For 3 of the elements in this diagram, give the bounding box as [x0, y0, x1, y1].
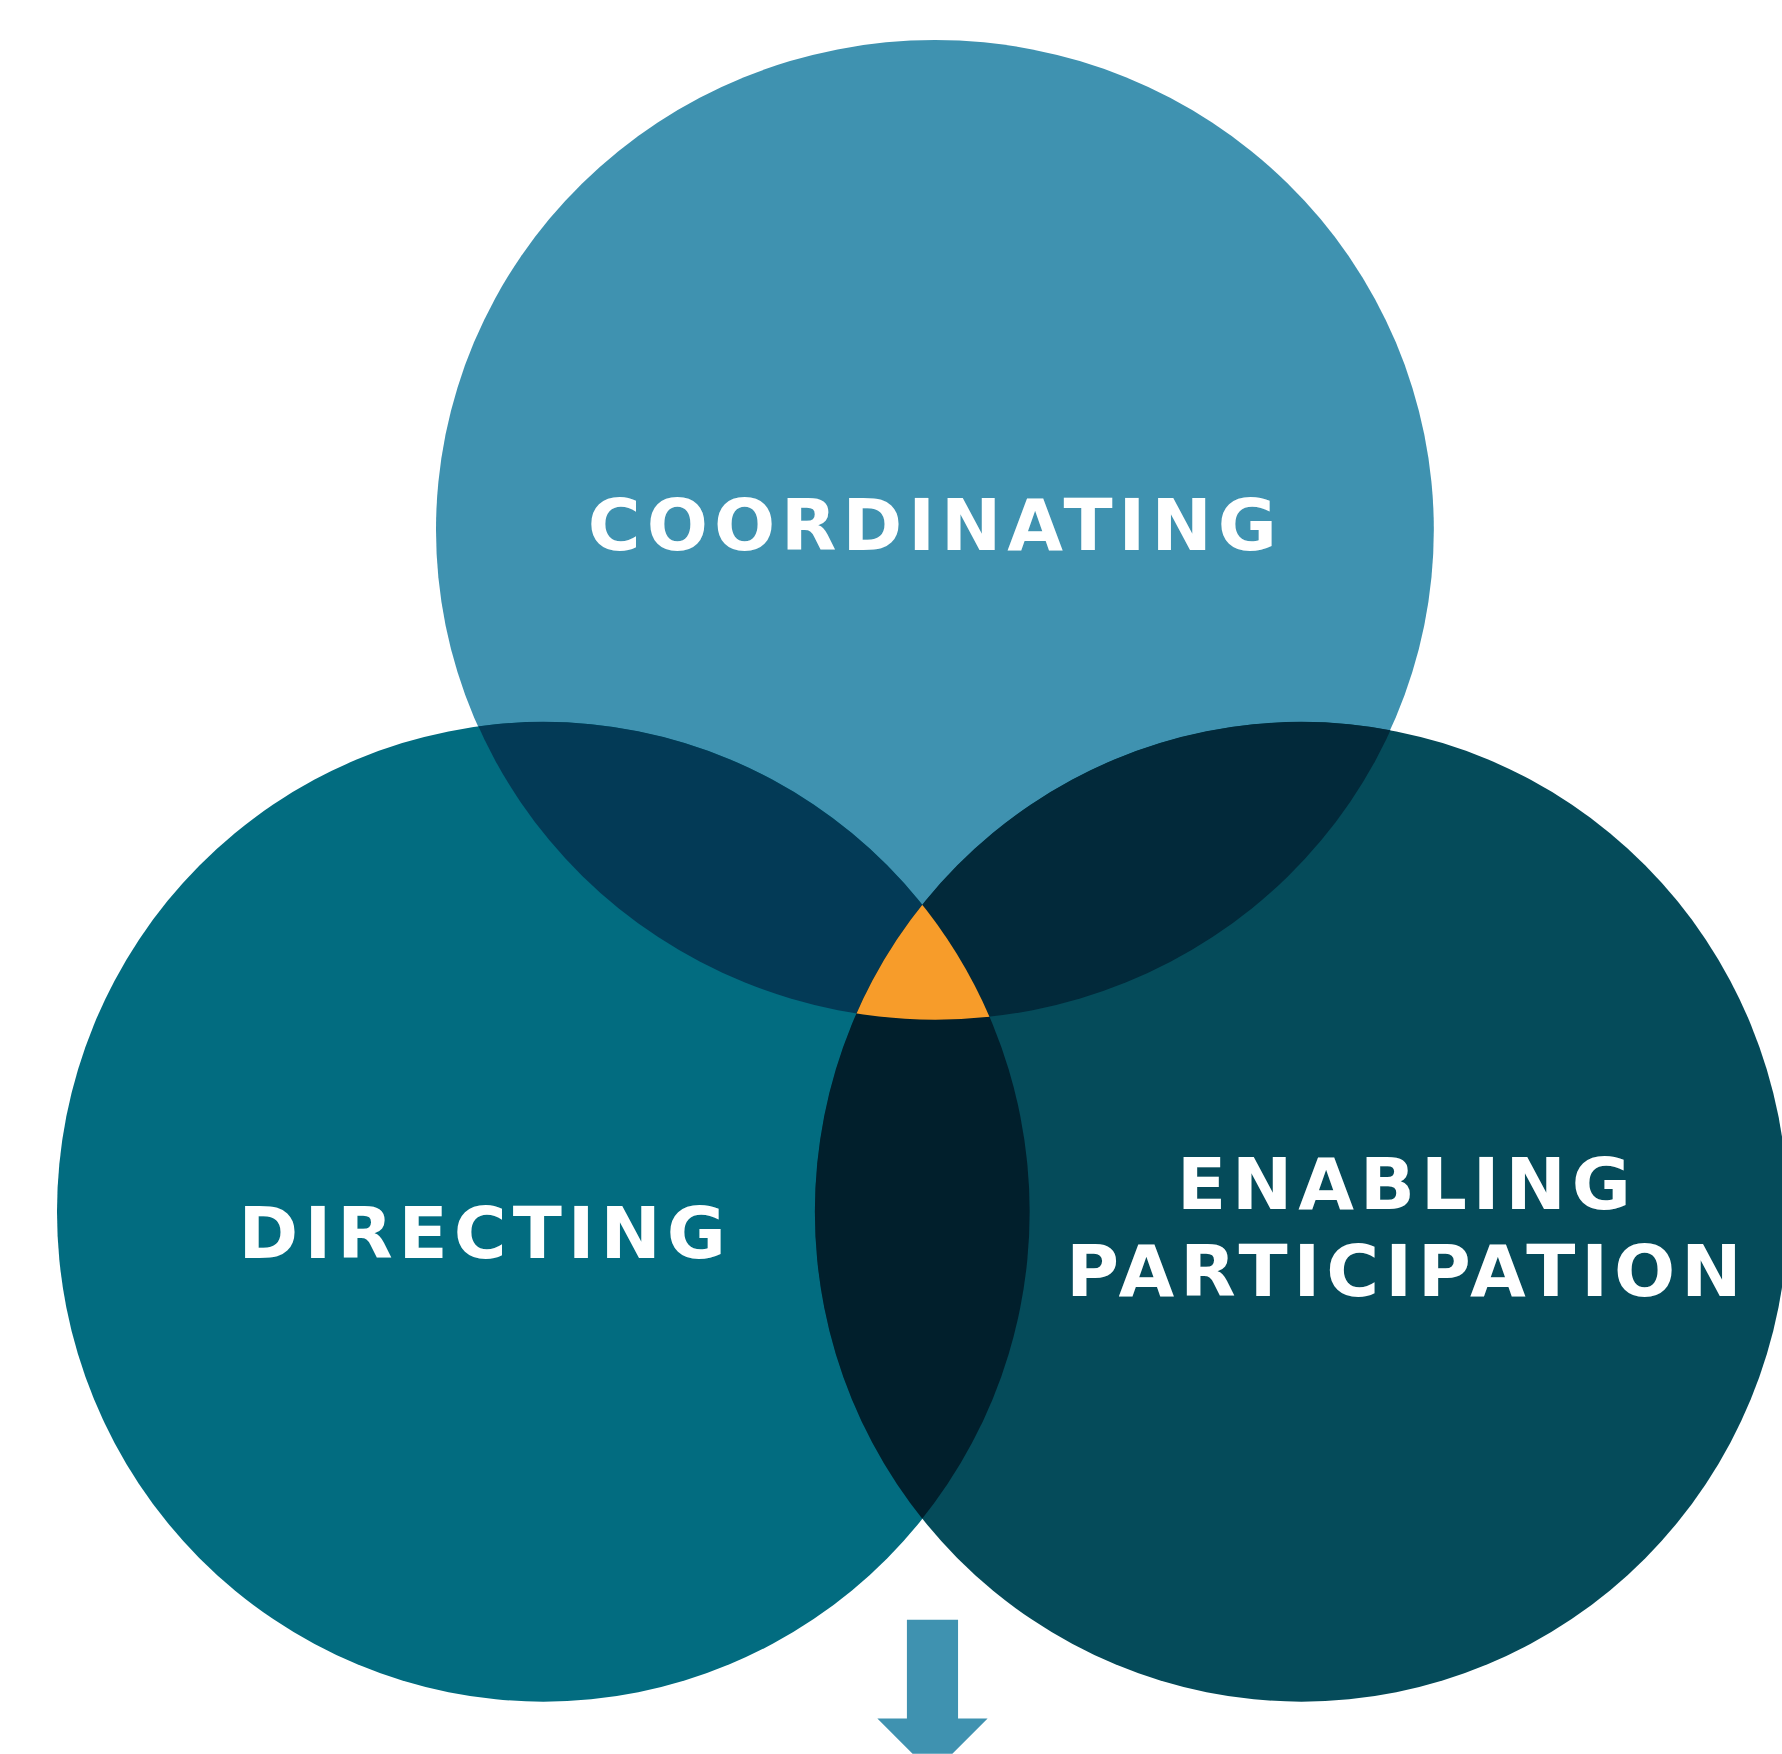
circle-label: COORDINATING	[586, 481, 1284, 569]
circle-label: ENABLING PARTICIPATION	[1065, 1141, 1749, 1314]
circle-label: DIRECTING	[237, 1189, 733, 1277]
